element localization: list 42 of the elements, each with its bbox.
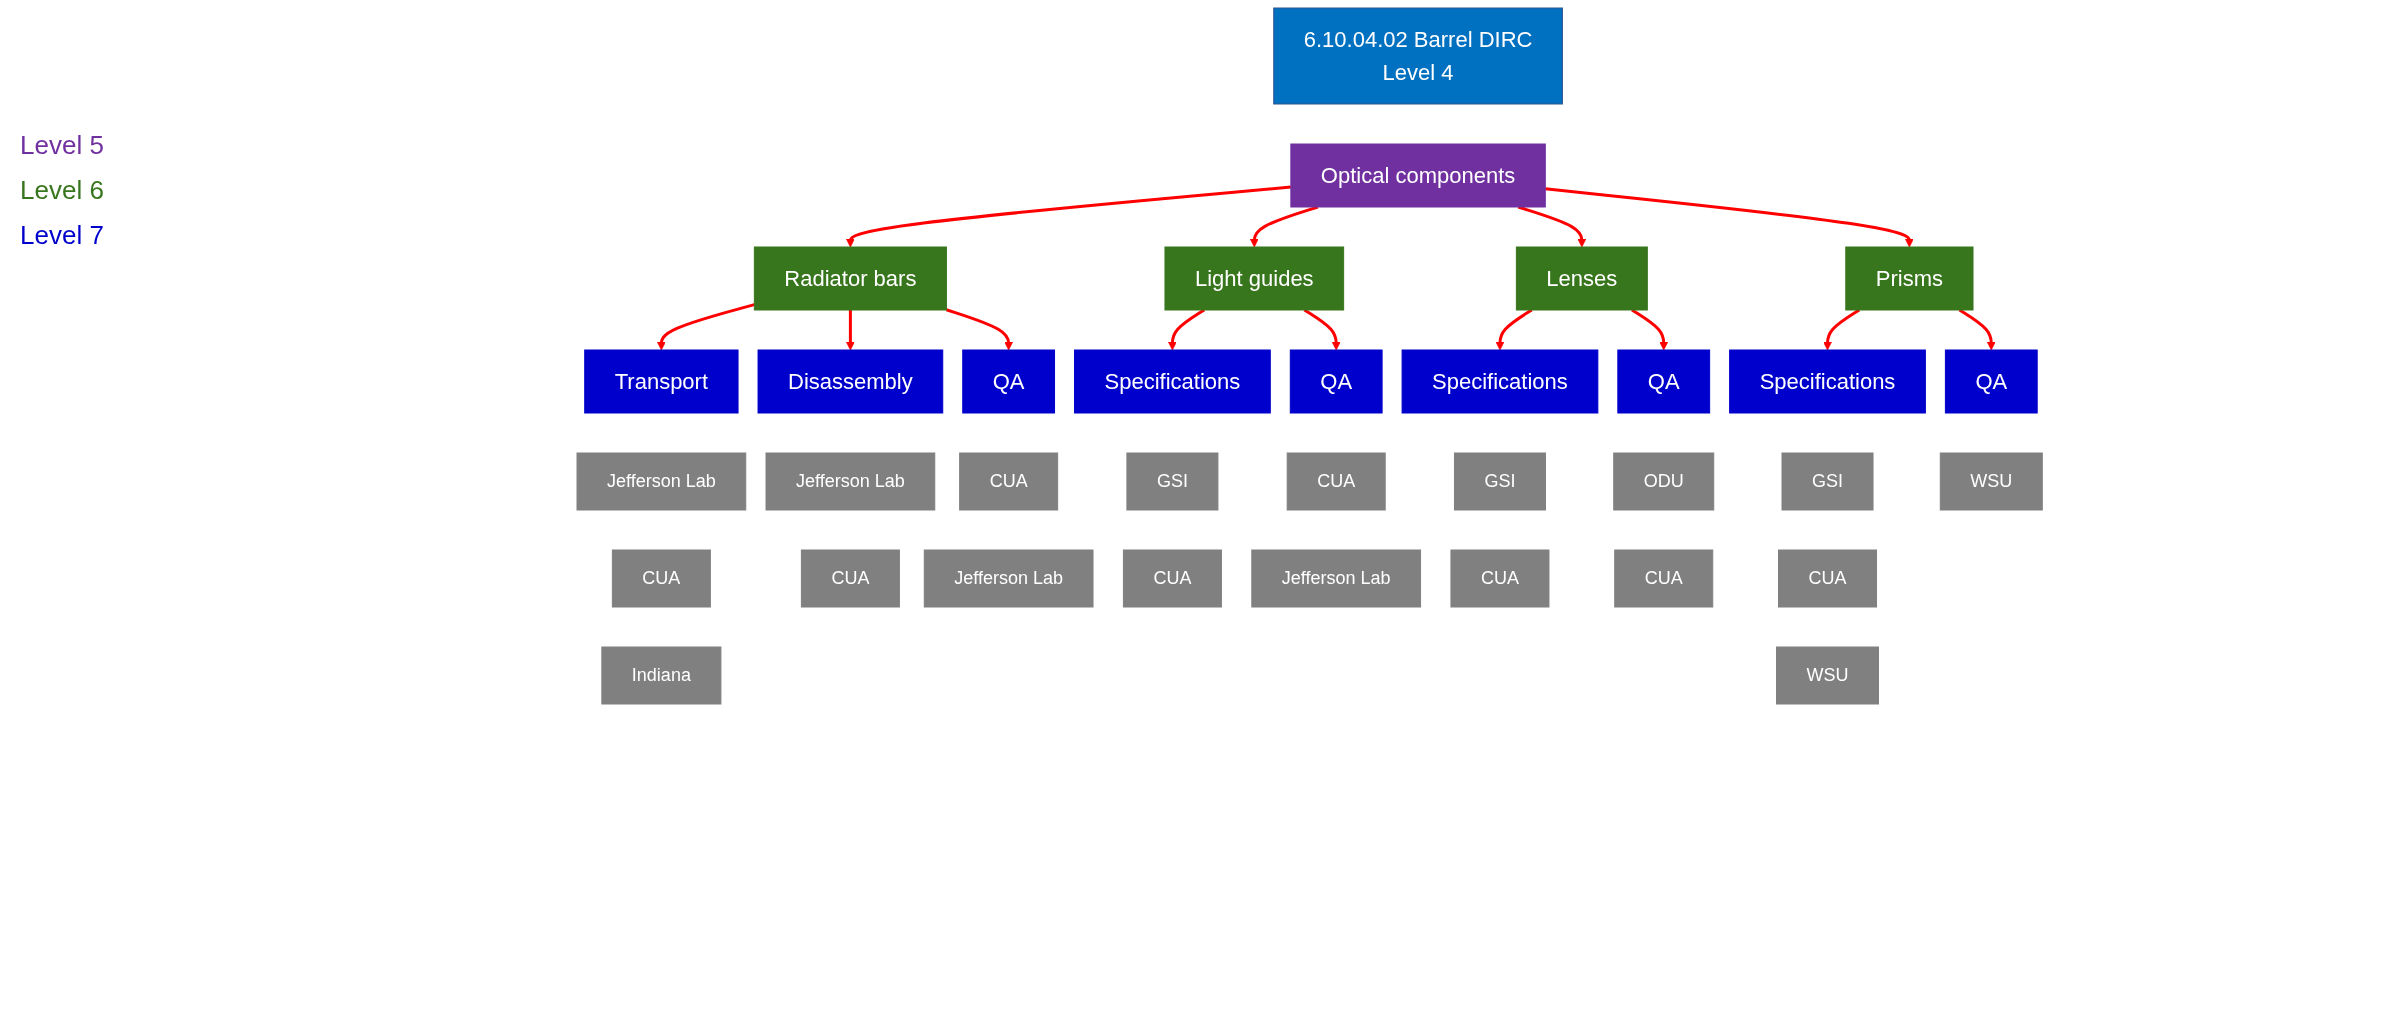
- node-box: Prisms: [1845, 246, 1974, 311]
- node-box: QA: [1617, 349, 1711, 414]
- node-box: CUA: [801, 549, 901, 608]
- arrow: [846, 310, 856, 351]
- level-label: Level 6: [20, 175, 104, 206]
- arrow: [946, 308, 1014, 351]
- node-box: QA: [1290, 349, 1383, 414]
- node-box: ODU: [1613, 452, 1715, 511]
- node-box: CUA: [1778, 549, 1878, 608]
- arrow: [846, 185, 1292, 248]
- node-box: Disassembly: [757, 349, 944, 414]
- node-box: GSI: [1126, 452, 1219, 511]
- node-box: CUA: [959, 452, 1059, 511]
- arrow: [1545, 187, 1915, 248]
- node-box: Light guides: [1164, 246, 1345, 311]
- node-box: Jefferson Lab: [924, 549, 1094, 608]
- node-box: Lenses: [1516, 246, 1649, 311]
- node-box: Specifications: [1401, 349, 1599, 414]
- node-box: Jefferson Lab: [765, 452, 936, 511]
- node-box: QA: [962, 349, 1056, 414]
- node-box: CUA: [1123, 549, 1223, 608]
- node-box: Transport: [584, 349, 739, 414]
- node-box: CUA: [1614, 549, 1714, 608]
- level-label: Level 7: [20, 220, 104, 251]
- node-box: Indiana: [601, 646, 722, 705]
- level-label: Level 5: [20, 130, 104, 161]
- node-box: CUA: [612, 549, 712, 608]
- node-box: Specifications: [1729, 349, 1927, 414]
- arrow: [657, 303, 756, 351]
- node-box: CUA: [1287, 452, 1387, 511]
- node-box: Specifications: [1074, 349, 1272, 414]
- node-box: GSI: [1781, 452, 1874, 511]
- node-box: WSU: [1940, 452, 2044, 511]
- node-box: 6.10.04.02 Barrel DIRC Level 4: [1273, 7, 1564, 105]
- node-box: Optical components: [1290, 143, 1547, 208]
- node-box: WSU: [1776, 646, 1880, 705]
- node-box: GSI: [1454, 452, 1547, 511]
- node-box: QA: [1945, 349, 2039, 414]
- node-box: Radiator bars: [754, 246, 948, 311]
- node-box: Jefferson Lab: [1251, 549, 1422, 608]
- node-box: CUA: [1450, 549, 1550, 608]
- node-box: Jefferson Lab: [576, 452, 747, 511]
